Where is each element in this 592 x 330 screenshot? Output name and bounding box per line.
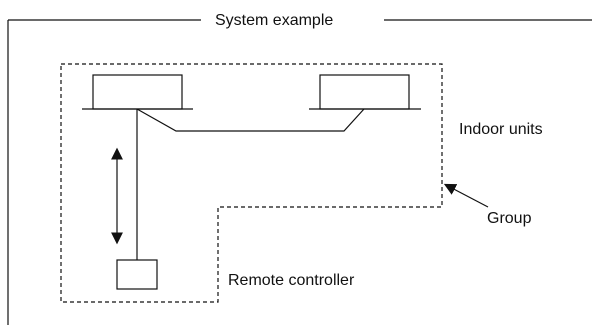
frame-title: System example [215, 12, 333, 29]
pointer-arrow-icon [443, 183, 489, 208]
outer-frame: System example [7, 12, 592, 325]
remote-controller-box [116, 259, 158, 290]
indoor-units-label: Indoor units [459, 121, 543, 138]
indoor-unit-right [309, 74, 421, 110]
group-label: Group [487, 210, 532, 227]
group-boundary [60, 63, 443, 303]
remote-controller-label: Remote controller [228, 272, 355, 289]
indoor-unit-left [82, 74, 193, 110]
unit-connection-wire [136, 108, 365, 132]
